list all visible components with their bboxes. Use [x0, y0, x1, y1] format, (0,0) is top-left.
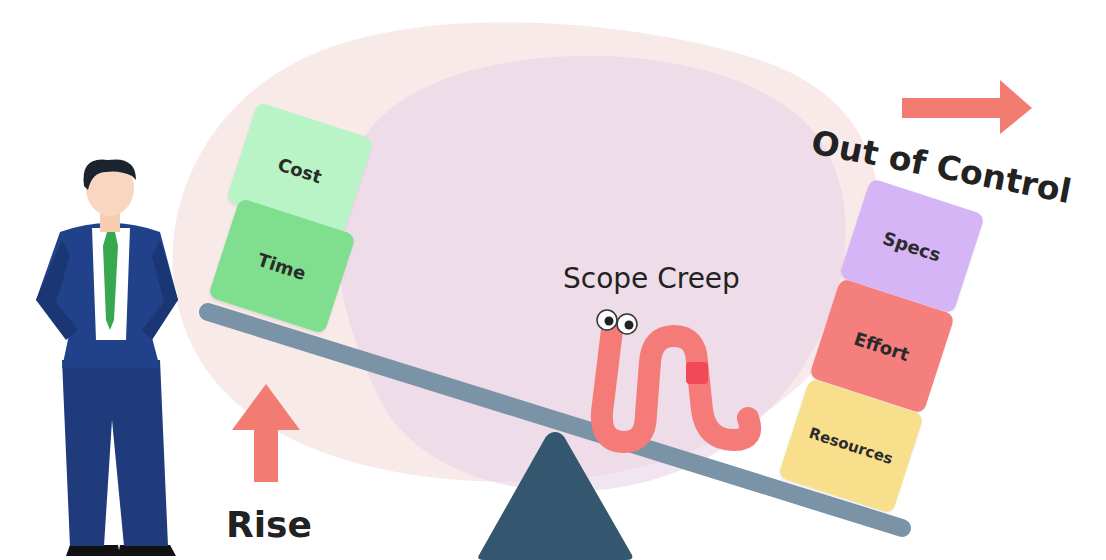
rise-label: Rise — [226, 504, 312, 545]
worm-pupil — [605, 317, 614, 326]
shoe — [118, 545, 176, 556]
arm — [142, 240, 178, 340]
trousers — [62, 360, 168, 546]
tie — [103, 232, 118, 330]
hair — [84, 159, 137, 190]
worm-eye — [617, 314, 637, 334]
shoe — [66, 545, 120, 556]
out-arrow — [902, 80, 1032, 134]
scope-creep-label: Scope Creep — [563, 262, 740, 295]
box-label: Resources — [807, 424, 895, 468]
box-label: Specs — [880, 227, 943, 265]
shirt — [92, 228, 130, 340]
box-label: Cost — [275, 153, 324, 187]
worm-band — [686, 362, 708, 384]
fulcrum-triangle — [478, 432, 632, 560]
businessman — [36, 159, 178, 556]
worm-body — [602, 330, 750, 442]
rise-arrow — [232, 384, 300, 482]
worm — [597, 310, 750, 442]
worm-pupil — [625, 321, 634, 330]
arm — [36, 240, 78, 340]
worm-eye — [597, 310, 617, 330]
box-label: Effort — [852, 327, 912, 365]
jacket — [36, 223, 178, 368]
box-label: Time — [255, 248, 308, 283]
